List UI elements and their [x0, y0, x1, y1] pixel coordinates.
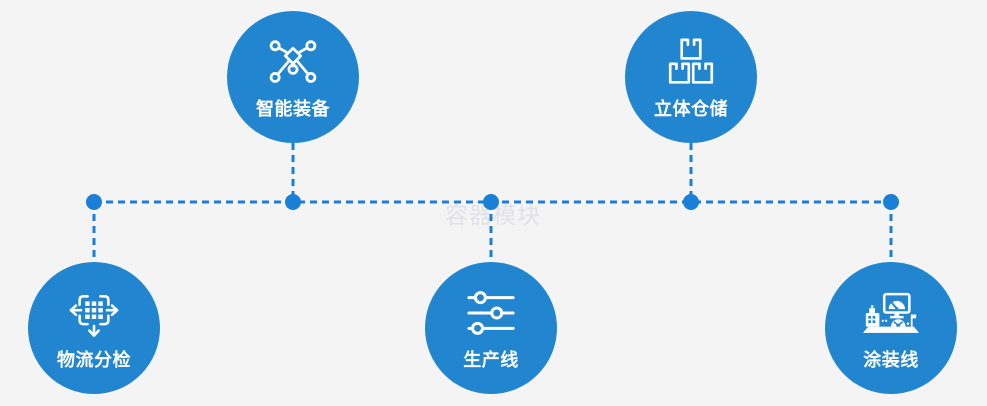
node-production-line[interactable]: 生产线	[425, 262, 557, 394]
junction-dot	[683, 194, 699, 210]
node-label: 物流分检	[57, 350, 131, 371]
junction-dot	[86, 194, 102, 210]
node-logistics-sorting[interactable]: 物流分检	[28, 262, 160, 394]
network-nodes-icon	[267, 36, 319, 88]
node-label: 立体仓储	[654, 99, 728, 120]
node-label: 涂装线	[863, 350, 919, 371]
node-painting-line[interactable]: 涂装线	[825, 262, 957, 394]
node-label: 智能装备	[256, 99, 330, 120]
junction-dot	[285, 194, 301, 210]
junction-dot	[883, 194, 899, 210]
distribute-arrows-icon	[68, 287, 120, 339]
junction-dot	[483, 194, 499, 210]
node-stereo-warehouse[interactable]: 立体仓储	[625, 11, 757, 143]
sliders-icon	[467, 287, 515, 339]
paint-machine-icon	[861, 287, 921, 339]
node-smart-equipment[interactable]: 智能装备	[227, 11, 359, 143]
node-label: 生产线	[463, 350, 519, 371]
stacked-boxes-icon	[668, 36, 714, 88]
